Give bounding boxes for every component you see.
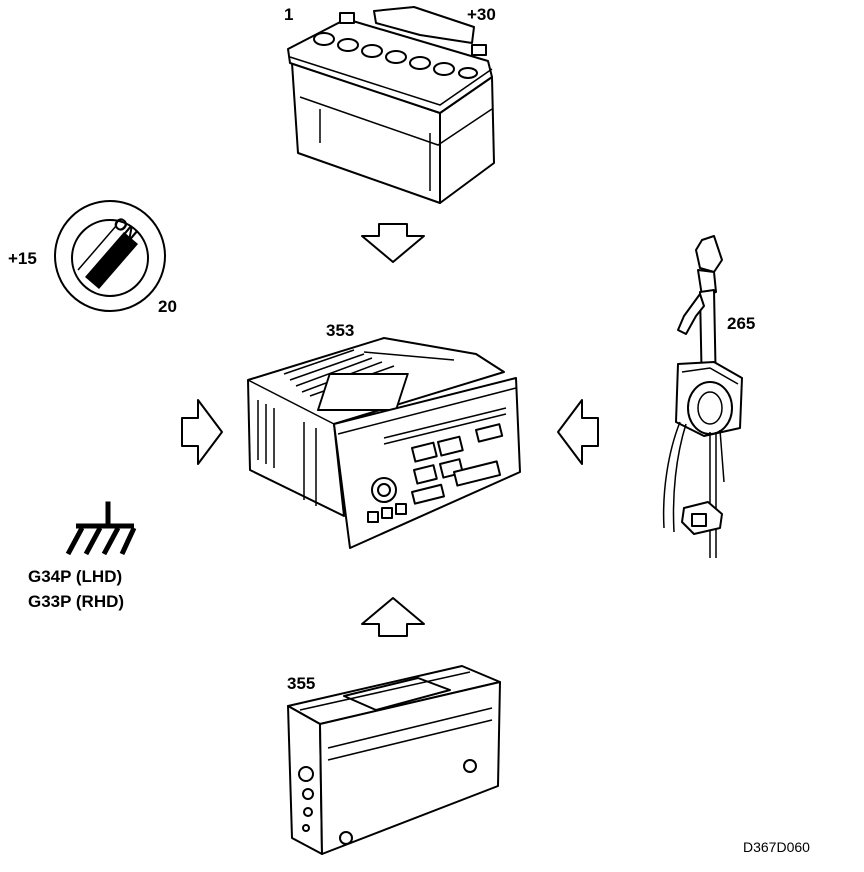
arrow-right-icon [181, 399, 223, 465]
cd-changer-illustration [287, 665, 501, 855]
antenna-illustration [662, 235, 743, 558]
arrow-up-icon [361, 597, 425, 637]
antenna-ref-label: 265 [727, 314, 756, 333]
ignition-terminal-label: +15 [8, 249, 37, 268]
ground-lhd-label: G34P (LHD) [28, 567, 123, 586]
arrow-down-icon [361, 223, 425, 263]
radio-unit-illustration [247, 337, 521, 549]
ignition-switch-illustration [54, 200, 166, 312]
ground-rhd-label: G33P (RHD) [28, 592, 125, 611]
drawing-code: D367D060 [743, 839, 810, 855]
battery-terminal-label: +30 [467, 5, 496, 24]
battery-illustration [287, 6, 495, 204]
arrow-left-icon [557, 399, 599, 465]
battery-ref-label: 1 [284, 5, 294, 24]
ground-icon [65, 501, 137, 556]
ignition-switch-ref-label: 20 [158, 297, 177, 316]
radio-ref-label: 353 [326, 321, 355, 340]
cd-changer-ref-label: 355 [287, 674, 316, 693]
